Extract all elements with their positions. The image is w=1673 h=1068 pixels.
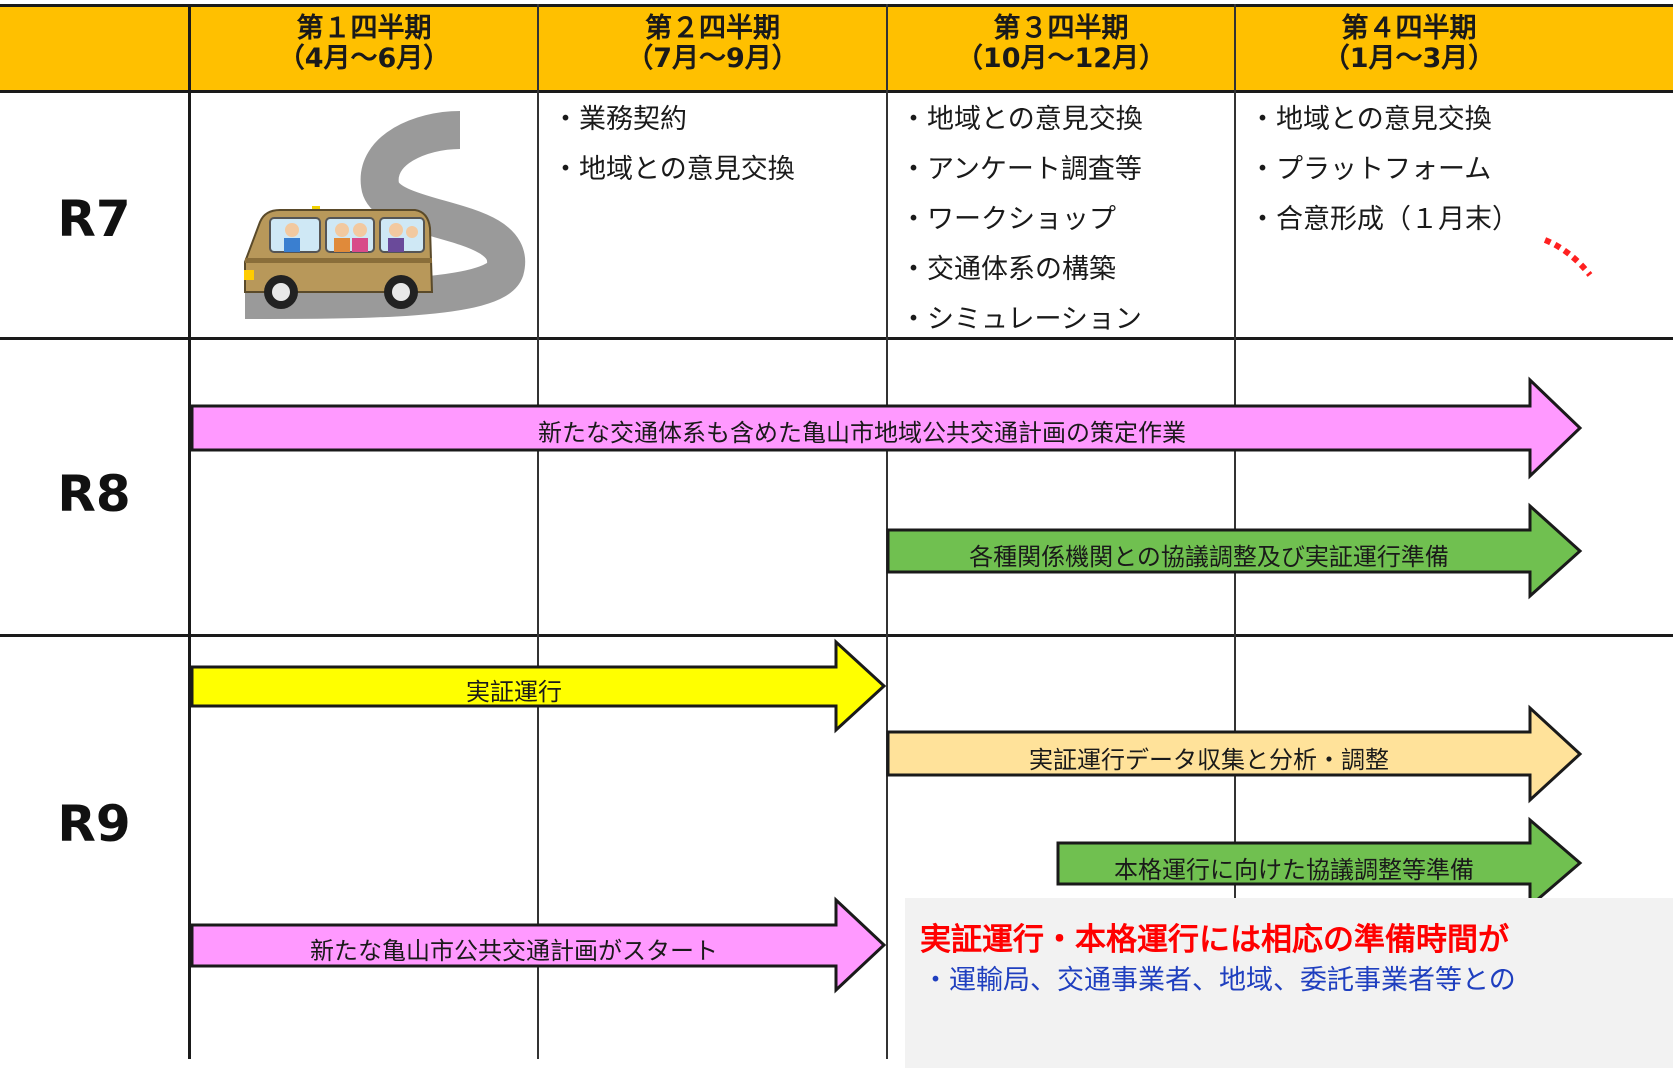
r9-new-plan-arrow — [190, 896, 887, 994]
grid-line-r7-r8 — [0, 337, 1673, 340]
header-band — [0, 6, 1673, 91]
r9-full-operation-arrow — [1056, 816, 1583, 910]
list-item: ・プラットフォーム — [1249, 154, 1492, 185]
list-item: ・業務契約 — [552, 104, 687, 135]
quarter-4-header: 第４四半期 （1月～3月） — [1235, 14, 1583, 74]
r7-q3-task-list: ・地域との意見交換 ・アンケート調査等 ・ワークショップ ・交通体系の構築 ・シ… — [900, 102, 1143, 352]
quarter-1-header: 第１四半期 （4月～6月） — [190, 14, 538, 74]
quarter-4-range: （1月～3月） — [1322, 43, 1496, 74]
grid-line-q1-q2 — [537, 4, 539, 1059]
list-item: ・合意形成（１月末） — [1249, 204, 1519, 235]
quarter-2-header: 第２四半期 （7月～9月） — [538, 14, 887, 74]
quarter-1-title: 第１四半期 — [296, 13, 432, 44]
quarter-2-range: （7月～9月） — [626, 43, 799, 74]
grid-line-year-column — [188, 4, 191, 1059]
list-item: ・アンケート調査等 — [900, 154, 1142, 185]
note-title: 実証運行・本格運行には相応の準備時間が — [920, 922, 1509, 958]
r9-full-operation-arrow-label: 本格運行に向けた協議調整等準備 — [1114, 856, 1474, 884]
grid-line-top — [0, 4, 1673, 7]
note-line: ・運輸局、交通事業者、地域、委託事業者等との — [922, 965, 1516, 996]
r8-coordination-arrow — [886, 502, 1583, 600]
list-item: ・シミュレーション — [900, 304, 1142, 335]
note-callout — [905, 898, 1673, 1068]
year-label-r8: R8 — [57, 465, 131, 523]
r7-q4-task-list: ・地域との意見交換 ・プラットフォーム ・合意形成（１月末） — [1249, 102, 1519, 252]
r8-plan-arrow-label: 新たな交通体系も含めた亀山市地域公共交通計画の策定作業 — [538, 419, 1186, 447]
r9-data-arrow-label: 実証運行データ収集と分析・調整 — [1029, 746, 1389, 774]
r9-trial-arrow-label: 実証運行 — [466, 678, 562, 706]
grid-line-header — [0, 90, 1673, 93]
list-item: ・地域との意見交換 — [900, 104, 1143, 135]
list-item: ・地域との意見交換 — [552, 154, 795, 185]
quarter-3-title: 第３四半期 — [993, 13, 1129, 44]
r9-new-plan-arrow-label: 新たな亀山市公共交通計画がスタート — [310, 937, 718, 965]
list-item: ・地域との意見交換 — [1249, 104, 1492, 135]
list-item: ・ワークショップ — [900, 204, 1116, 235]
r7-q2-task-list: ・業務契約 ・地域との意見交換 — [552, 102, 795, 202]
list-item: ・交通体系の構築 — [900, 254, 1116, 285]
quarter-1-range: （4月～6月） — [277, 43, 451, 74]
year-label-r7: R7 — [57, 190, 131, 248]
quarter-3-range: （10月～12月） — [955, 43, 1167, 74]
r8-plan-arrow — [190, 376, 1583, 480]
r9-trial-arrow — [190, 638, 887, 734]
grid-line-r8-r9 — [0, 634, 1673, 637]
r9-data-arrow — [886, 704, 1583, 804]
quarter-2-title: 第２四半期 — [645, 13, 780, 44]
quarter-3-header: 第３四半期 （10月～12月） — [887, 14, 1235, 74]
taxi-van — [244, 206, 434, 309]
quarter-4-title: 第４四半期 — [1341, 13, 1477, 44]
r8-coordination-arrow-label: 各種関係機関との協議調整及び実証運行準備 — [969, 543, 1449, 571]
year-label-r9: R9 — [57, 795, 131, 853]
